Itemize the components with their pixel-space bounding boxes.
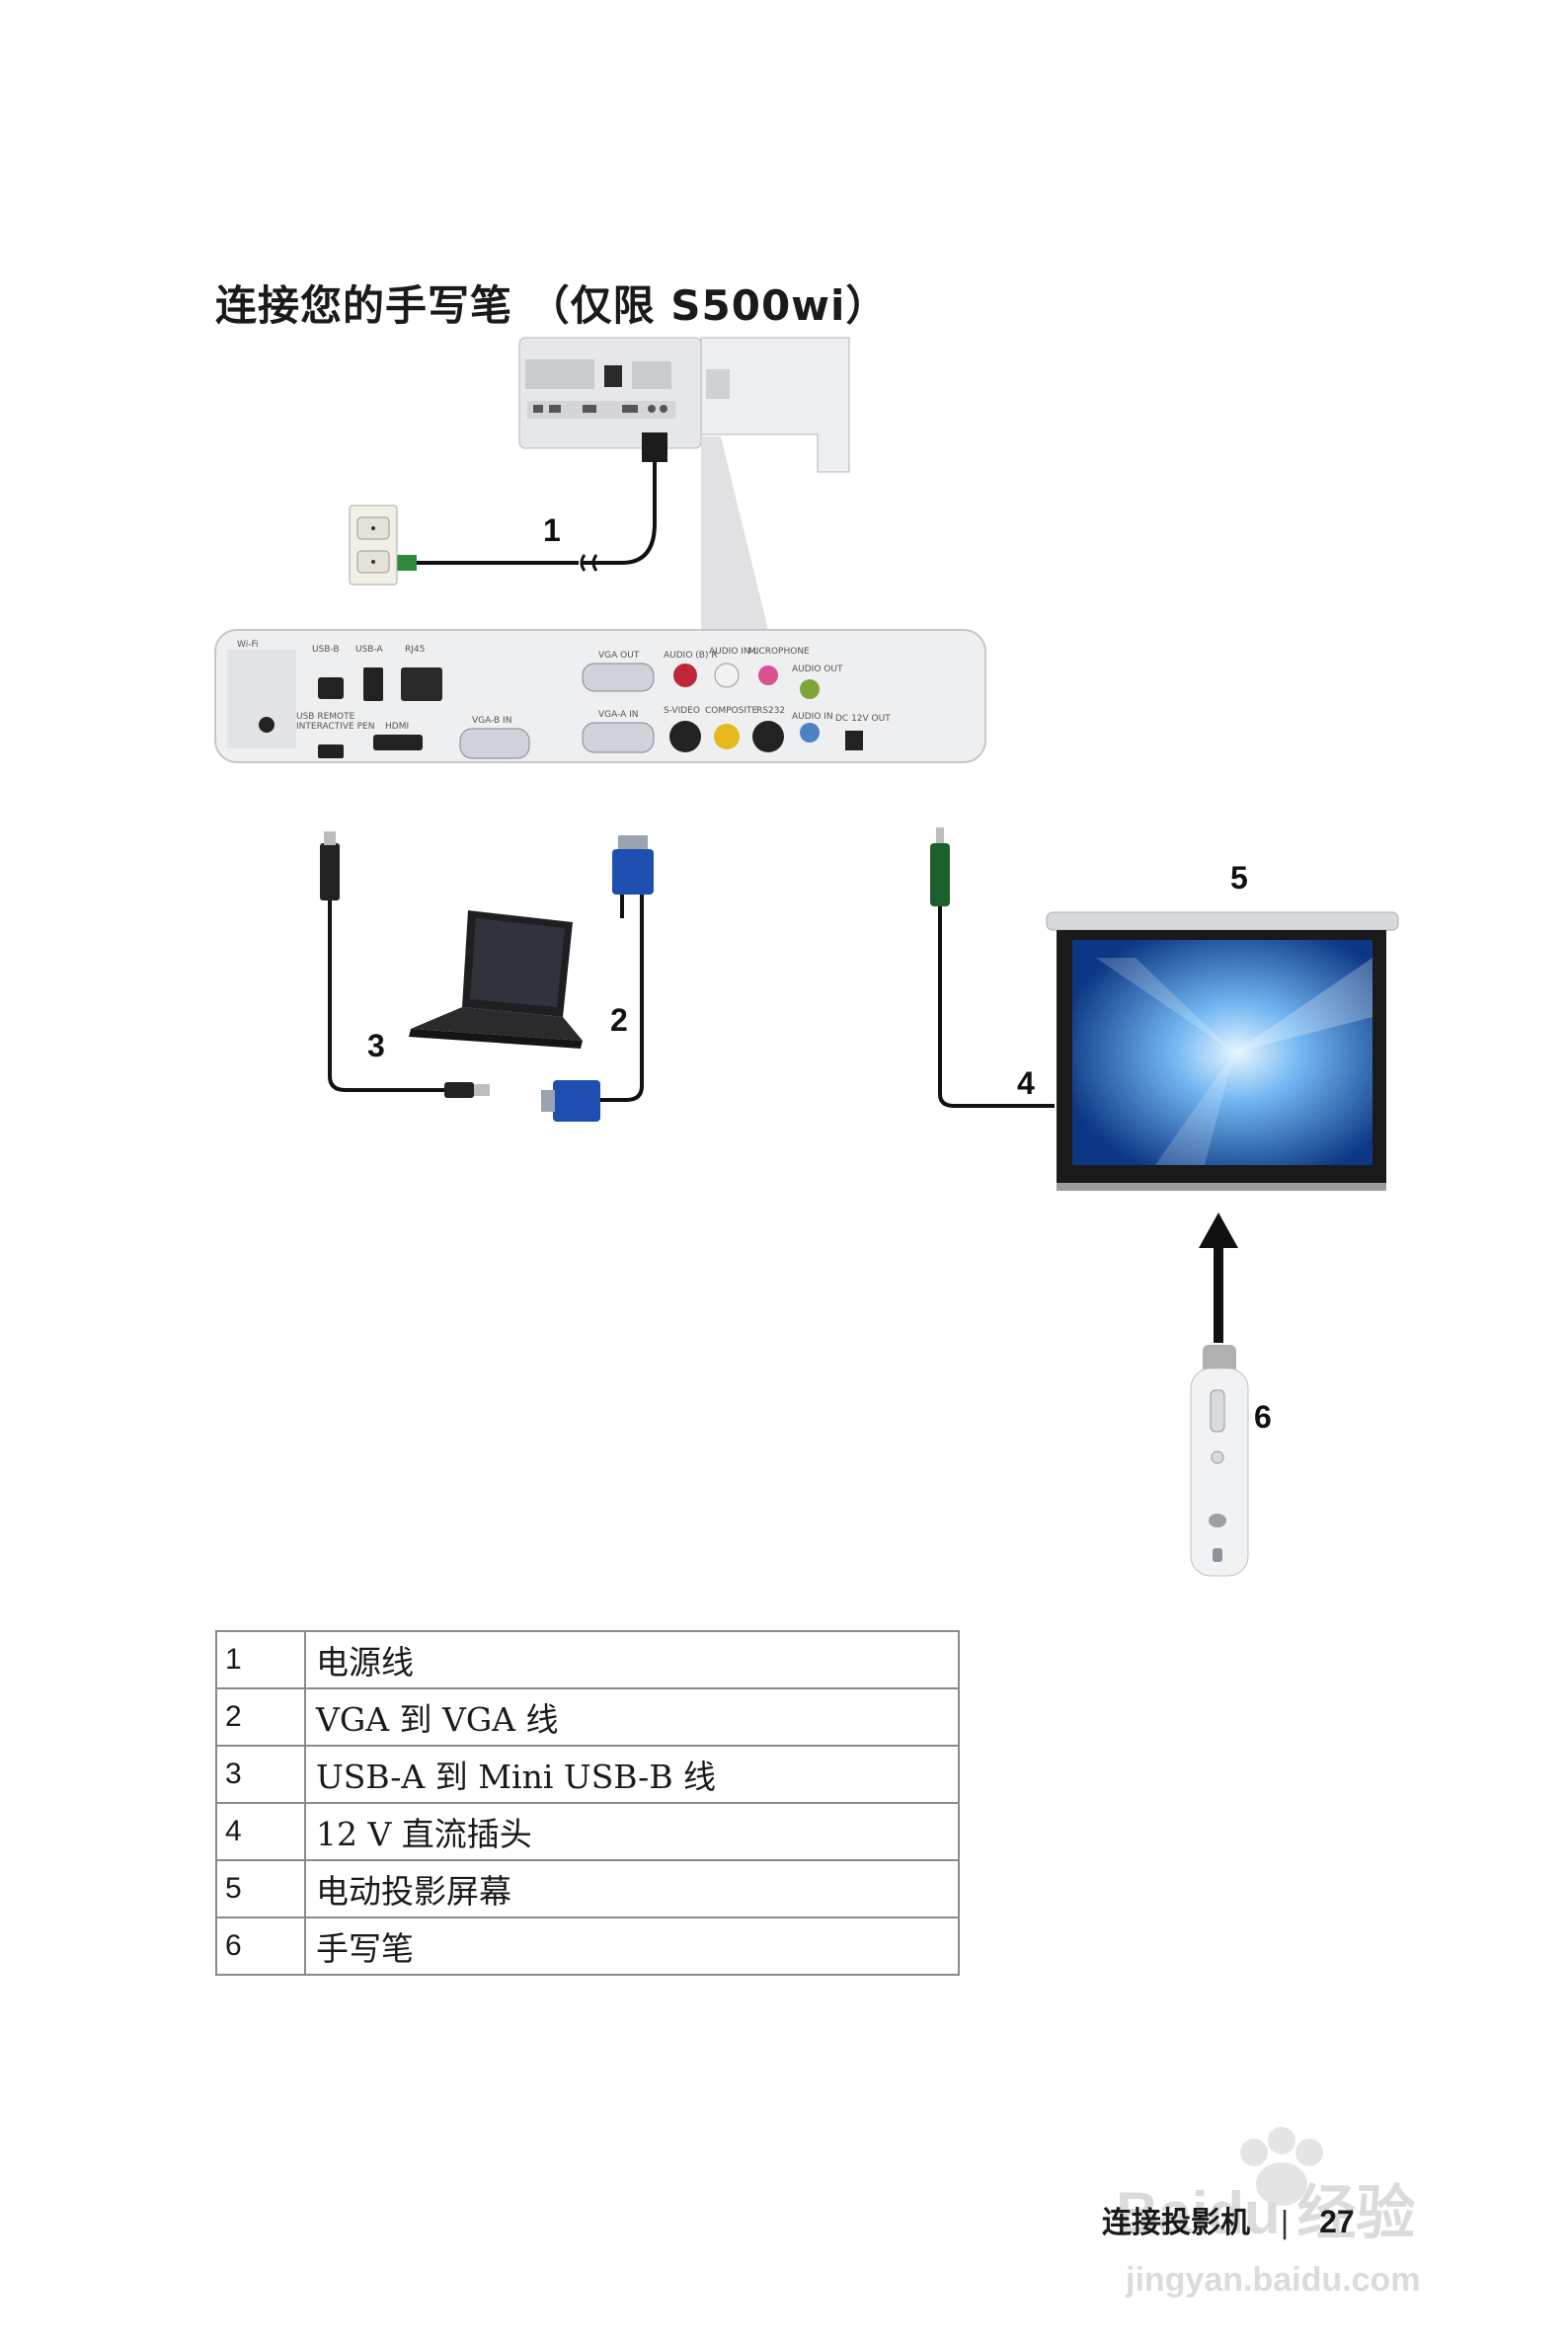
baidu-watermark: Baidu 经验 jingyan.baidu.com [1116,2127,1420,2299]
table-row: 1 电源线 [215,1630,960,1689]
svg-text:USB-A: USB-A [355,645,384,655]
legend-number: 6 [215,1916,306,1976]
svg-text:USB-B: USB-B [312,645,340,655]
table-row: 6 手写笔 [215,1916,960,1976]
legend-label: 电源线 [304,1630,960,1689]
projector-unit [518,337,850,473]
svg-text:AUDIO IN: AUDIO IN [792,712,833,722]
svg-text:AUDIO (B) R: AUDIO (B) R [664,651,718,661]
audio-b-r-jack [673,664,697,687]
power-cable [383,432,667,572]
callout-4: 4 [1017,1065,1035,1101]
svg-text:INTERACTIVE PEN: INTERACTIVE PEN [296,722,374,732]
legend-label: 手写笔 [304,1916,960,1976]
vga-a-port [582,722,655,753]
wifi-port [259,717,274,733]
table-row: 3 USB-A 到 Mini USB-B 线 [215,1745,960,1804]
legend-label: VGA 到 VGA 线 [304,1687,960,1747]
svg-text:Baidu 经验: Baidu 经验 [1116,2180,1415,2246]
vga-cable [541,835,654,1122]
svg-text:S-VIDEO: S-VIDEO [664,706,700,716]
laptop [409,910,583,1049]
legend-label: 电动投影屏幕 [304,1859,960,1918]
dc-12v-cable [930,827,1055,1108]
legend-number: 4 [215,1802,306,1861]
audio-out-jack [800,679,820,699]
connection-diagram: 1 Wi-Fi USB-B USB-A RJ45 USB REMOTE INTE… [214,337,1399,1577]
svg-text:Wi-Fi: Wi-Fi [237,640,258,650]
svg-text:DC 12V OUT: DC 12V OUT [835,714,891,724]
composite-jack [714,724,740,749]
page-footer: 连接投影机 | 27 [1102,2198,1355,2241]
footer-separator: | [1280,2206,1291,2240]
callout-3: 3 [367,1028,385,1063]
svg-text:VGA-A IN: VGA-A IN [598,710,639,720]
svg-text:VGA-B IN: VGA-B IN [472,716,511,726]
usb-a-port [363,667,383,701]
svg-text:RS232: RS232 [756,706,785,716]
legend-number: 3 [215,1745,306,1804]
svg-text:MICROPHONE: MICROPHONE [748,647,810,657]
table-row: 5 电动投影屏幕 [215,1859,960,1918]
projection-screen [1046,911,1399,1191]
callout-6: 6 [1254,1399,1272,1435]
page-title: 连接您的手写笔 （仅限 S500wi） [215,281,889,330]
callout-5: 5 [1230,860,1248,896]
microphone-jack [758,665,778,685]
rj45-port [401,667,442,701]
vga-b-port [459,728,530,759]
svg-text:RJ45: RJ45 [405,645,425,655]
paw-icon [1240,2127,1323,2206]
legend-table: 1 电源线 2 VGA 到 VGA 线 3 USB-A 到 Mini USB-B… [215,1630,960,1976]
table-row: 2 VGA 到 VGA 线 [215,1687,960,1747]
svg-text:VGA OUT: VGA OUT [598,651,640,661]
rear-io-panel: Wi-Fi USB-B USB-A RJ45 USB REMOTE INTERA… [214,629,986,763]
rs232-port [752,721,784,752]
s-video-port [669,721,701,752]
callout-2: 2 [610,1002,628,1038]
table-row: 4 12 V 直流插头 [215,1802,960,1861]
legend-label: USB-A 到 Mini USB-B 线 [304,1745,960,1804]
svg-text:HDMI: HDMI [385,722,409,732]
zoom-cone [701,436,770,638]
usb-b-port [318,677,344,699]
page-number: 27 [1319,2204,1355,2239]
usb-cable [320,831,490,1098]
svg-text:USB REMOTE: USB REMOTE [296,712,355,722]
svg-text:AUDIO OUT: AUDIO OUT [792,665,843,674]
legend-number: 1 [215,1630,306,1689]
svg-text:jingyan.baidu.com: jingyan.baidu.com [1125,2261,1420,2299]
dc-12v-out-port [845,731,863,750]
vga-out-port [582,663,655,692]
wall-outlet [349,505,398,586]
callout-1: 1 [543,512,561,548]
pen-to-screen-arrow [1199,1212,1238,1343]
audio-in-jack [800,723,820,743]
footer-section: 连接投影机 [1102,2206,1250,2240]
legend-number: 2 [215,1687,306,1747]
svg-text:AUDIO IN-L: AUDIO IN-L [709,647,758,657]
audio-in-l-jack [714,663,740,688]
legend-number: 5 [215,1859,306,1918]
usb-remote-port [318,744,344,758]
legend-label: 12 V 直流插头 [304,1802,960,1861]
hdmi-port [373,735,423,750]
interactive-pen [1190,1345,1249,1577]
svg-text:COMPOSITE: COMPOSITE [705,706,758,716]
